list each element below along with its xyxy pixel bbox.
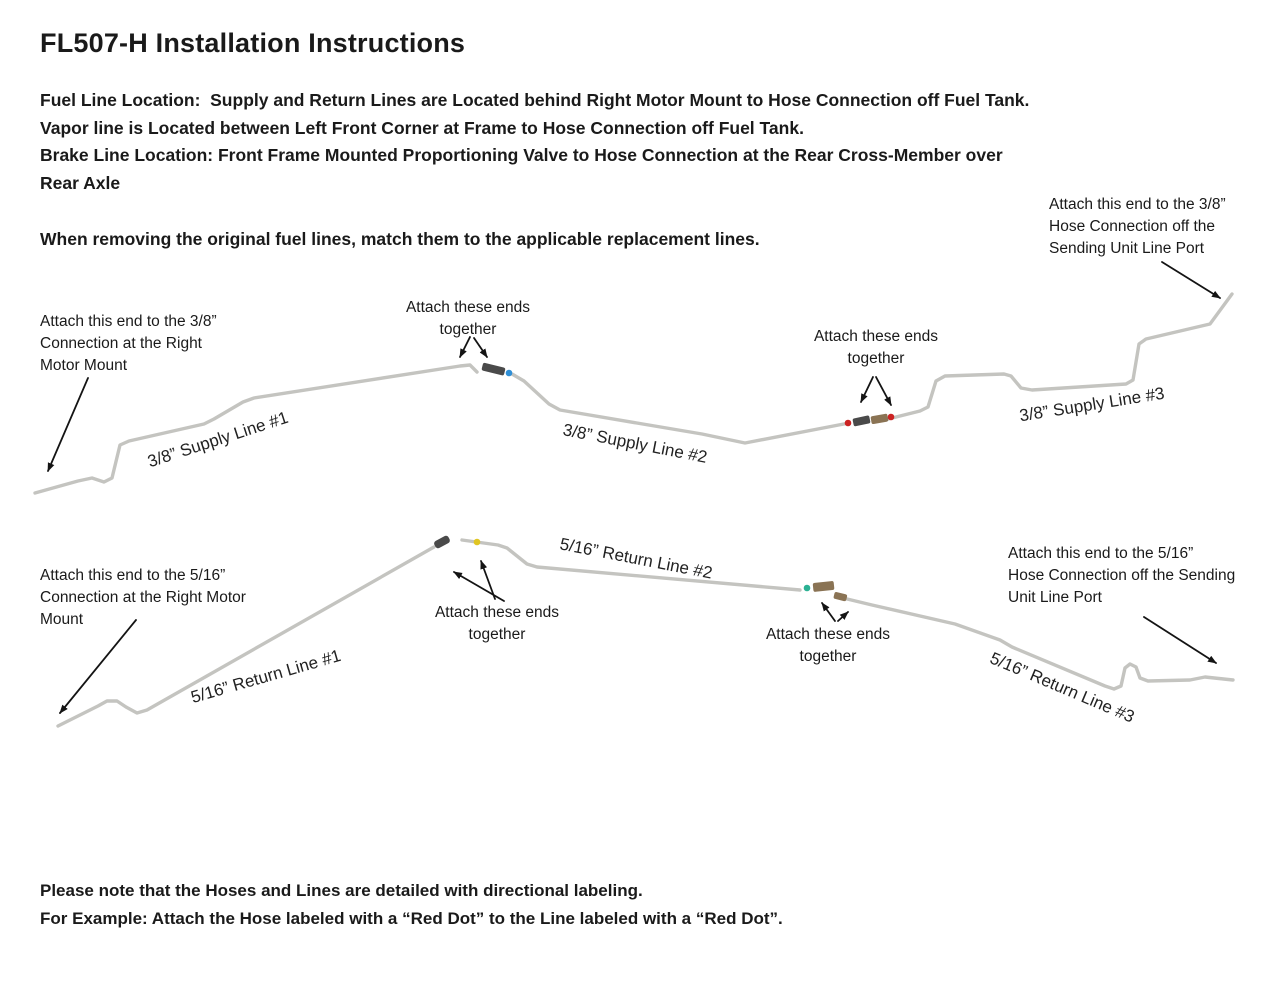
- supply-line-3-path: [882, 292, 1234, 422]
- return-line-3-path: [841, 596, 1235, 691]
- arrow-return-right: [1143, 616, 1217, 664]
- yellow-dot-marker: [473, 538, 481, 546]
- green-dot-marker: [803, 584, 811, 592]
- removal-instruction: When removing the original fuel lines, m…: [40, 229, 760, 249]
- return-line-1-path: [56, 545, 436, 728]
- arrow-supply-join1-a: [459, 336, 471, 358]
- arrow-supply-join1-b: [473, 337, 488, 358]
- red-dot-marker-line2: [844, 419, 852, 427]
- supply-join1-note: Attach these ends together: [405, 299, 531, 338]
- supply-line-1-path: [33, 363, 479, 495]
- arrow-return-join2-a: [821, 602, 836, 622]
- directional-labeling-note: Please note that the Hoses and Lines are…: [40, 881, 783, 928]
- arrow-return-join2-b: [837, 611, 849, 622]
- arrow-supply-right: [1161, 261, 1221, 299]
- arrow-supply-join2-b: [875, 376, 892, 406]
- blue-dot-marker: [505, 369, 513, 377]
- page-title: FL507-H Installation Instructions: [40, 28, 466, 58]
- arrow-return-left: [59, 619, 137, 714]
- supply-note-right: Attach this end to the 3/8” Hose Connect…: [1049, 196, 1226, 257]
- arrow-return-join1-a: [453, 571, 505, 602]
- arrow-supply-join2-a: [860, 376, 874, 403]
- return-line-2-path: [460, 538, 802, 592]
- red-dot-marker-line3: [887, 413, 895, 421]
- supply-note-left: Attach this end to the 3/8” Connection a…: [40, 313, 217, 374]
- arrow-return-join1-b: [480, 560, 496, 600]
- supply-line-2-fitting-right: [852, 415, 871, 427]
- return-note-right: Attach this end to the 5/16” Hose Connec…: [1008, 545, 1236, 606]
- return-lines-group: [56, 535, 1235, 728]
- supply-line-2-fitting-left: [481, 362, 506, 376]
- return-join2-note: Attach these ends together: [765, 626, 891, 665]
- return-line-2-fitting-right: [812, 581, 835, 592]
- annotation-arrows-group: [47, 261, 1221, 714]
- supply-line-2-path: [510, 372, 851, 445]
- return-line-1-fitting-right: [434, 535, 450, 549]
- arrow-supply-left: [47, 377, 89, 472]
- location-notes: Fuel Line Location: Supply and Return Li…: [40, 90, 1030, 193]
- return-line-3-fitting-left: [833, 592, 848, 602]
- supply-line-3-fitting-left: [870, 413, 889, 425]
- supply-lines-group: [33, 292, 1234, 495]
- supply-join2-note: Attach these ends together: [813, 328, 939, 367]
- return-note-left: Attach this end to the 5/16” Connection …: [40, 567, 246, 628]
- return-join1-note: Attach these ends together: [434, 604, 560, 643]
